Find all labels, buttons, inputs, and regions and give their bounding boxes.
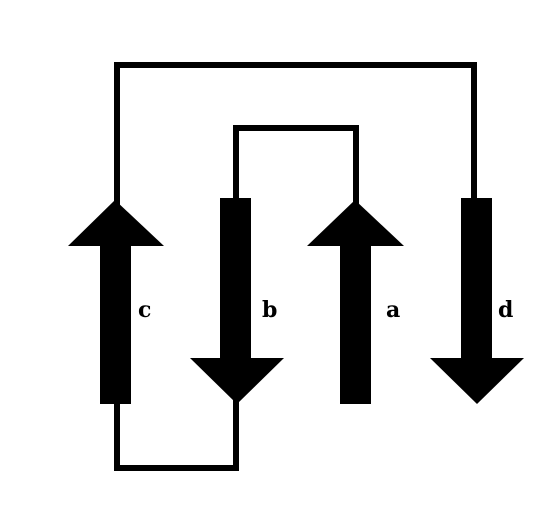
strand-a-arrow xyxy=(307,200,404,404)
strand-b-arrow xyxy=(190,198,284,404)
strand-d-label: d xyxy=(498,297,513,323)
strand-c-arrow xyxy=(68,200,164,404)
strand-b-label: b xyxy=(262,297,277,323)
loop-c-to-d xyxy=(114,62,477,205)
strand-d-arrow xyxy=(430,198,524,404)
strand-c-label: c xyxy=(138,297,151,323)
strand-a-label: a xyxy=(386,297,400,323)
loop-a-to-b xyxy=(233,125,359,205)
loop-b-to-c xyxy=(114,398,239,471)
